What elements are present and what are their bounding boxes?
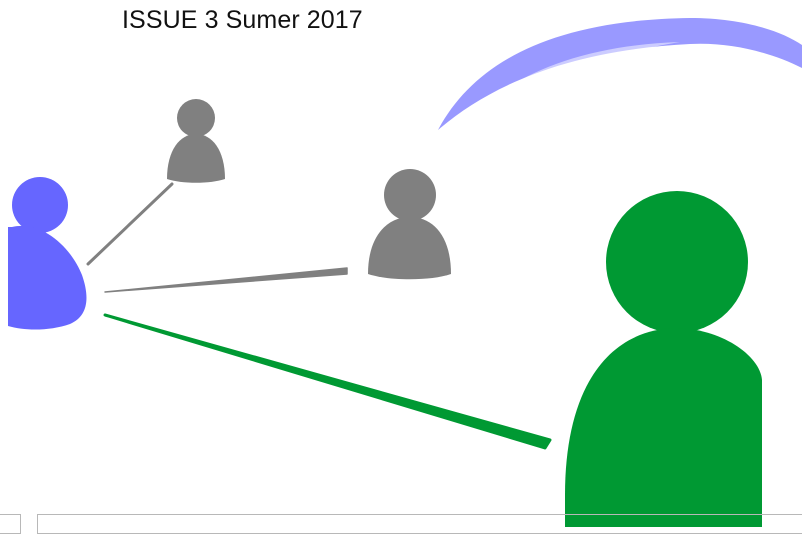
person-gray-medium-icon [368,169,451,280]
issue-header: ISSUE 3 Sumer 2017 [122,6,363,34]
person-gray-small-icon [167,99,225,183]
person-green-large-icon [565,191,762,527]
bottom-content-frame [37,514,802,534]
connector-line-large [103,313,552,450]
person-blue-icon [8,177,87,330]
bottom-left-frame [0,514,21,534]
connector-line-small [86,182,174,266]
connector-line-medium [104,267,348,293]
swoosh-decoration [438,18,802,130]
